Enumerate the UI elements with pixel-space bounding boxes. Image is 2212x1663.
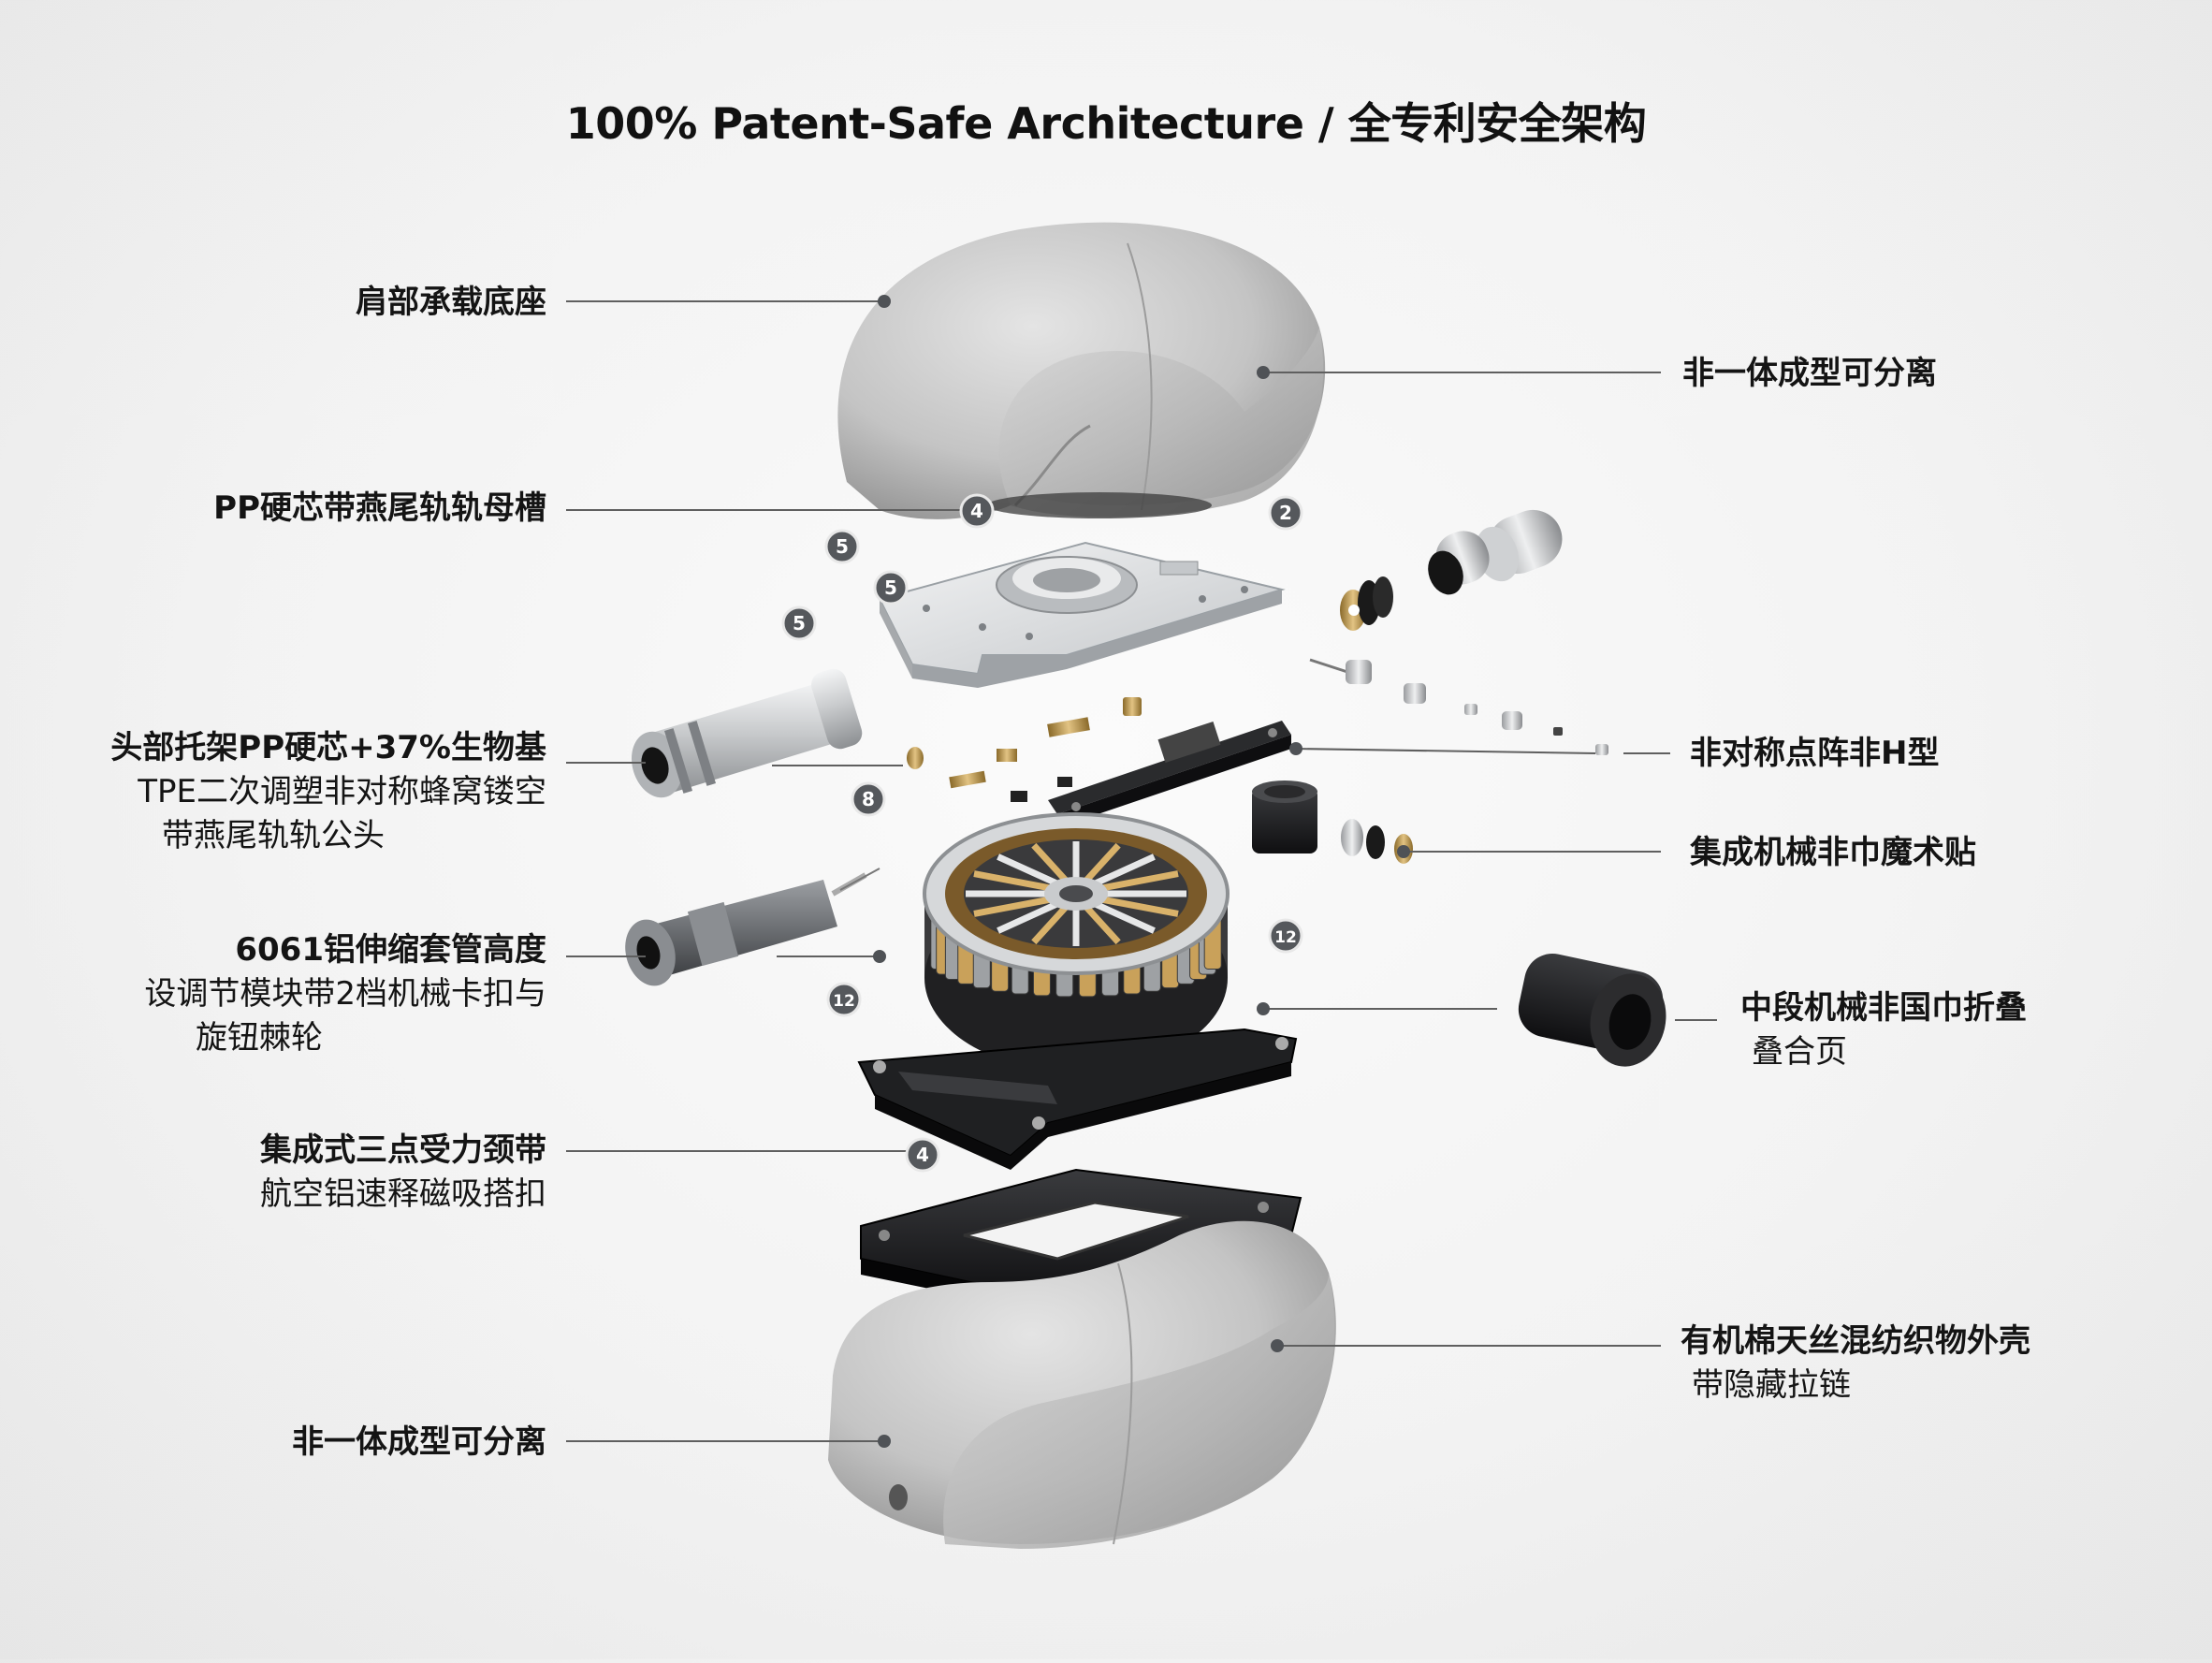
black-rail-bracket-icon xyxy=(857,1028,1298,1170)
neck-pillow-top-icon xyxy=(837,222,1326,519)
lens-cap-icon xyxy=(1518,953,1666,1067)
label-line: 带隐藏拉链 xyxy=(1692,1366,1851,1404)
motor-spoke xyxy=(1094,901,1156,934)
callout-badge: 12 xyxy=(826,982,862,1017)
label-folding-hinge: 中段机械非国巾折叠 叠合页 xyxy=(1740,986,2190,1074)
motor-spoke xyxy=(1031,842,1069,883)
callout-badge: 5 xyxy=(781,605,817,641)
label-line: 集成机械非巾魔术贴 xyxy=(1690,834,1976,871)
motor-spoke xyxy=(1084,842,1121,883)
badge-number: 12 xyxy=(1274,928,1297,947)
label-line: 叠合页 xyxy=(1752,1033,1847,1071)
motor-spoke xyxy=(973,896,1051,917)
label-line: 集成式三点受力颈带 xyxy=(260,1131,546,1169)
label-fabric-shell: 有机棉天丝混纺织物外壳 带隐藏拉链 xyxy=(1681,1320,2186,1408)
callout-badge: 4 xyxy=(959,493,995,529)
leader-dot xyxy=(1257,1002,1270,1015)
mounting-plate-icon xyxy=(878,541,1286,688)
aluminum-tube-icon xyxy=(632,668,863,798)
badge-number: 2 xyxy=(1279,502,1292,524)
badge-circle xyxy=(781,605,817,641)
label-line: 设调节模块带2档机械卡扣与 xyxy=(144,975,546,1013)
label-neck-strap: 集成式三点受力颈带 航空铝速释磁吸搭扣 xyxy=(150,1129,546,1217)
label-line: 头部托架PP硬芯+37%生物基 xyxy=(110,729,546,766)
label-line: 非一体成型可分离 xyxy=(1682,355,1937,392)
screw-set-icon xyxy=(907,658,1608,802)
motor-spoke xyxy=(973,870,1051,892)
label-asymmetric-lattice: 非对称点阵非H型 xyxy=(1690,732,2176,776)
label-line: 6061铝伸缩套管高度 xyxy=(235,931,546,969)
callout-badge: 4 xyxy=(905,1137,940,1173)
badge-number: 5 xyxy=(793,612,806,635)
badge-circle xyxy=(873,570,909,605)
badge-number: 5 xyxy=(884,576,897,599)
knob-icon xyxy=(1252,780,1413,864)
badge-number: 12 xyxy=(833,992,855,1011)
label-line: 非对称点阵非H型 xyxy=(1690,735,1940,772)
label-mechanical-fastener: 集成机械非巾魔术贴 xyxy=(1690,831,2176,875)
label-line: 非一体成型可分离 xyxy=(292,1423,546,1461)
label-line: 带燕尾轨轨公头 xyxy=(162,817,385,854)
badge-number: 5 xyxy=(836,535,849,558)
hinge-pin-icon xyxy=(1340,576,1393,631)
badge-circle xyxy=(826,982,862,1017)
callout-badge: 8 xyxy=(851,781,886,817)
leader-dot xyxy=(878,295,891,308)
badge-circle xyxy=(1268,495,1303,531)
leader-dot xyxy=(878,1435,891,1448)
leader-dot xyxy=(1397,845,1410,858)
motor-stator-icon xyxy=(923,812,1230,1072)
motor-spoke xyxy=(997,901,1058,934)
motor-spoke xyxy=(997,853,1058,886)
label-shoulder-base: 肩部承载底座 xyxy=(206,281,546,325)
label-line: 旋钮棘轮 xyxy=(196,1019,323,1057)
callout-badge: 5 xyxy=(873,570,909,605)
leader-line xyxy=(1295,748,1596,754)
badge-number: 4 xyxy=(970,500,983,522)
label-head-bracket: 头部托架PP硬芯+37%生物基 TPE二次调塑非对称蜂窝镂空 带燕尾轨轨公头 xyxy=(56,726,546,858)
label-detachable-bottom: 非一体成型可分离 xyxy=(150,1421,546,1465)
motor-spoke xyxy=(1094,853,1156,886)
callout-badge: 2 xyxy=(1268,495,1303,531)
badge-circle xyxy=(851,781,886,817)
callout-badge: 12 xyxy=(1268,918,1303,954)
callout-badge: 5 xyxy=(824,529,860,564)
callout-badges: 4 2 5 5 5 8 12 12 4 xyxy=(781,493,1303,1173)
badge-circle xyxy=(905,1137,940,1173)
motor-spoke xyxy=(1084,905,1121,945)
badge-number: 8 xyxy=(862,788,875,810)
badge-number: 4 xyxy=(916,1144,929,1166)
leader-dot xyxy=(1289,742,1302,755)
label-pp-core-rail-slot: PP硬芯带燕尾轨轨母槽 xyxy=(112,487,546,531)
motor-spoke xyxy=(1101,870,1179,892)
black-rail-bracket-icon xyxy=(1048,721,1291,827)
label-line: 航空铝速释磁吸搭扣 xyxy=(260,1175,546,1213)
page-title: 100% Patent-Safe Architecture / 全专利安全架构 xyxy=(565,98,1647,149)
leader-lines xyxy=(566,295,1717,1448)
badge-circle xyxy=(824,529,860,564)
label-aluminum-sleeve: 6061铝伸缩套管高度 设调节模块带2档机械卡扣与 旋钮棘轮 xyxy=(56,928,546,1060)
badge-circle xyxy=(959,493,995,529)
leader-dot xyxy=(1271,1339,1284,1352)
motor-spoke xyxy=(1031,905,1069,945)
label-detachable-top: 非一体成型可分离 xyxy=(1682,352,2169,396)
neck-pillow-bottom-icon xyxy=(828,1220,1336,1549)
label-line: 肩部承载底座 xyxy=(356,284,546,321)
leader-dot xyxy=(873,950,886,963)
label-line: PP硬芯带燕尾轨轨母槽 xyxy=(213,489,546,527)
label-line: TPE二次调塑非对称蜂窝镂空 xyxy=(138,773,546,810)
telescopic-sleeve-icon xyxy=(1428,509,1563,595)
label-line: 中段机械非国巾折叠 xyxy=(1740,989,2027,1027)
badge-circle xyxy=(1268,918,1303,954)
darkTube-part xyxy=(625,868,880,986)
leader-dot xyxy=(1257,366,1270,379)
label-line: 有机棉天丝混纺织物外壳 xyxy=(1681,1322,2030,1360)
motor-spoke xyxy=(1101,896,1179,917)
